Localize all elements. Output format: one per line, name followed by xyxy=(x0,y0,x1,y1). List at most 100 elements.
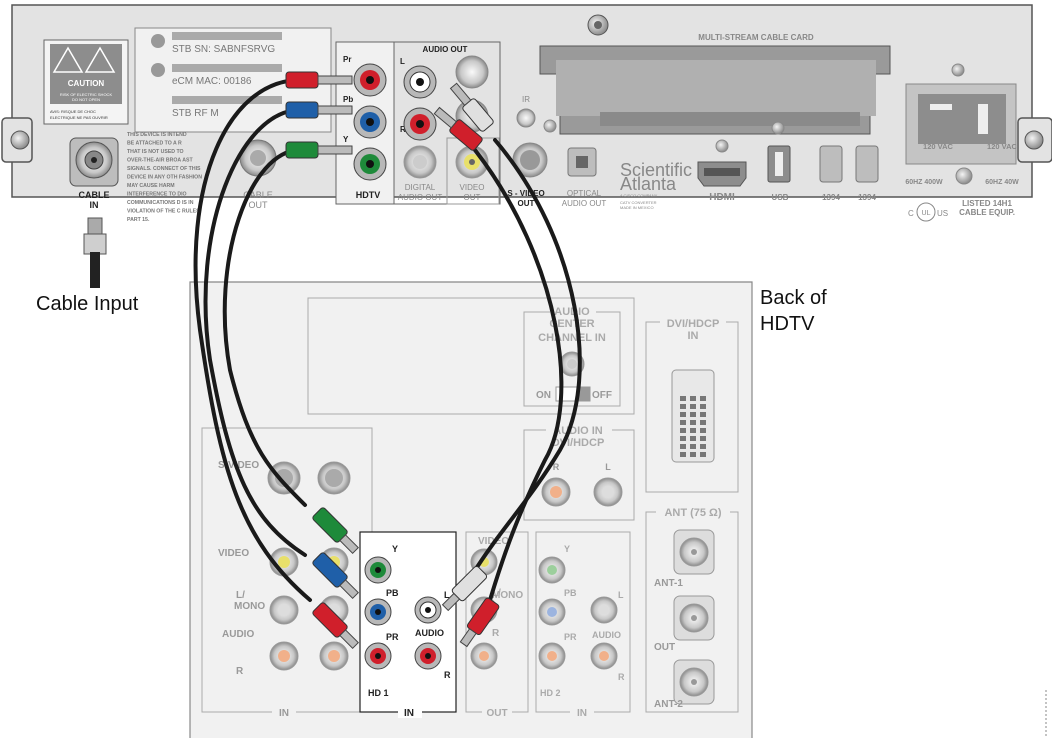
fw1-label: 1394 xyxy=(822,193,840,202)
listed-2: CABLE EQUIP. xyxy=(959,208,1015,217)
hd1-audio: AUDIO xyxy=(415,628,444,638)
hd1-r: R xyxy=(444,670,451,680)
ecm-mac: eCM MAC: 00186 xyxy=(172,76,252,87)
ul-us: US xyxy=(937,209,948,218)
stb-pb-label: Pb xyxy=(343,95,353,104)
hdmi-label: HDMI xyxy=(709,192,735,203)
dvi-pin xyxy=(700,444,706,449)
hd1-pr: PR xyxy=(386,632,399,642)
video-out-label-2: OUT xyxy=(464,193,481,202)
brand-sub: A CISCO COMPANY xyxy=(620,193,658,198)
dvi-pin xyxy=(680,412,686,417)
digital-audio-jack xyxy=(404,146,436,178)
stb-sn: STB SN: SABNFSRVG xyxy=(172,44,275,55)
stb-pr-label: Pr xyxy=(343,55,351,64)
in-hd1-label: IN xyxy=(404,708,414,719)
brand-sub-3: MADE IN MEXICO xyxy=(620,205,654,210)
avis-1: AVIS: RISQUE DE CHOC xyxy=(50,109,96,114)
stb-audio-l-jack xyxy=(404,66,436,98)
ant1-label: ANT-1 xyxy=(654,578,683,589)
shock-warning-2: DO NOT OPEN xyxy=(72,97,100,102)
ant-out-label: OUT xyxy=(654,642,675,653)
off-label: OFF xyxy=(592,390,612,401)
svideo-out-label-1: S - VIDEO xyxy=(507,189,544,198)
dvi-pin xyxy=(690,444,696,449)
dvi-pin xyxy=(700,428,706,433)
dvi-pin xyxy=(690,452,696,457)
stb-pb-jack xyxy=(354,106,386,138)
fcc-line: SIGNALS. CONNECT OF THIS xyxy=(127,166,201,172)
hd1-r-jack xyxy=(415,643,441,669)
audio-in-dvi-1: AUDIO IN xyxy=(553,425,603,437)
fcc-line: THAT IS NOT USED TO xyxy=(127,149,184,155)
audio-center-3: CHANNEL IN xyxy=(538,332,606,344)
cablecard-slot: MULTI-STREAM CABLE CARD xyxy=(540,33,890,134)
video-label: VIDEO xyxy=(218,548,249,559)
fcc-line: MAY CAUSE HARM xyxy=(127,183,175,189)
brand-2: Atlanta xyxy=(620,174,677,194)
fcc-line: OVER-THE-AIR BROA AST xyxy=(127,158,193,164)
dvi-2: IN xyxy=(688,330,699,342)
fcc-line: VIOLATION OF THE C RULES. xyxy=(127,209,202,215)
fcc-line: BE ATTACHED TO A R xyxy=(127,141,182,147)
dvi-pin xyxy=(700,420,706,425)
hd2-y: Y xyxy=(564,544,570,554)
avis-2: ELECTRIQUE NE PAS OUVRIR xyxy=(50,115,108,120)
dvi-pin xyxy=(690,396,696,401)
usb-label: USB xyxy=(772,193,789,202)
hd2-r: R xyxy=(618,672,625,682)
back-of-hdtv-2: HDTV xyxy=(760,313,815,335)
svideo-out-label-2: OUT xyxy=(518,199,535,208)
stb-y-label: Y xyxy=(343,135,349,144)
out-label: OUT xyxy=(486,708,507,719)
on-label: ON xyxy=(536,390,551,401)
fcc-line: THIS DEVICE IS INTEND xyxy=(127,132,187,138)
ul-mark: UL xyxy=(922,210,931,217)
fw2-label: 1394 xyxy=(858,193,876,202)
back-of-hdtv-1: Back of xyxy=(760,287,827,309)
hd1-l-jack xyxy=(415,597,441,623)
stb-hdtv-label: HDTV xyxy=(356,190,381,200)
hd1-label: HD 1 xyxy=(368,688,389,698)
power-out-1: 120 VAC xyxy=(987,142,1017,151)
hd2-pr: PR xyxy=(564,632,577,642)
audio-label: AUDIO xyxy=(222,629,254,640)
r-label: R xyxy=(236,666,244,677)
l-mono-1: L/ xyxy=(236,590,245,601)
power-out-2: 60HZ 40W xyxy=(985,179,1019,186)
tv-hd1-input: Y PB PR L AUDIO R HD 1 IN xyxy=(360,532,456,719)
hd2-label: HD 2 xyxy=(540,688,561,698)
dvi-1: DVI/HDCP xyxy=(667,318,720,330)
dvi-pin xyxy=(690,412,696,417)
dvi-pin xyxy=(690,436,696,441)
stb-y-jack xyxy=(354,148,386,180)
coax-cable xyxy=(84,218,106,288)
stb-pr-jack xyxy=(354,64,386,96)
dvi-pin xyxy=(680,420,686,425)
dvi-pin xyxy=(680,404,686,409)
hd2-audio: AUDIO xyxy=(592,630,621,640)
audio-center-1: AUDIO xyxy=(554,306,590,318)
fcc-line: PART 15. xyxy=(127,217,150,223)
listed-1: LISTED 14H1 xyxy=(962,199,1012,208)
dvi-pin xyxy=(700,412,706,417)
hd2-l: L xyxy=(618,590,624,600)
cable-out-label-2: OUT xyxy=(249,200,269,210)
hd1-pr-jack xyxy=(365,643,391,669)
ul-c: C xyxy=(908,209,914,218)
ir-label: IR xyxy=(522,95,530,104)
optical-jack xyxy=(568,148,596,176)
digital-audio-label-1: DIGITAL xyxy=(405,183,436,192)
ant2-label: ANT-2 xyxy=(654,699,683,710)
hd2-pb: PB xyxy=(564,588,577,598)
optical-label-1: OPTICAL xyxy=(567,189,602,198)
dvi-pin xyxy=(690,404,696,409)
hd1-y: Y xyxy=(392,544,398,554)
dvi-pin xyxy=(680,444,686,449)
r2-label: R xyxy=(492,628,500,639)
in-left-label: IN xyxy=(279,708,289,719)
optical-label-2: AUDIO OUT xyxy=(562,199,607,208)
caution-label: CAUTION RISK OF ELECTRIC SHOCK DO NOT OP… xyxy=(44,40,128,124)
video-out-label-1: VIDEO xyxy=(460,183,485,192)
